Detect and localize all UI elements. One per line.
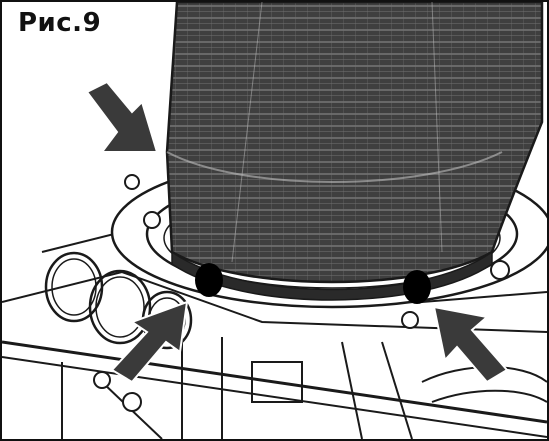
arrow-top-left-icon: [85, 80, 159, 153]
arrow-bottom-right-icon: [432, 305, 509, 384]
spring-coils: [44, 251, 193, 350]
screw-icon: [124, 174, 140, 190]
knobs: [195, 263, 431, 304]
base-housing: [2, 230, 547, 439]
screw-icon: [490, 260, 510, 280]
screw-icon: [401, 311, 419, 329]
discharge-chute: [165, 2, 544, 301]
figure-label: Рис.9: [16, 8, 108, 40]
arrows: [85, 80, 509, 384]
screw-icon: [93, 371, 111, 389]
left-knob-icon: [195, 263, 223, 297]
right-knob-icon: [403, 270, 431, 304]
arrow-bottom-left-icon: [110, 300, 189, 384]
screw-icon: [143, 211, 161, 229]
ring-screws: [93, 174, 510, 412]
screw-icon: [122, 392, 142, 412]
